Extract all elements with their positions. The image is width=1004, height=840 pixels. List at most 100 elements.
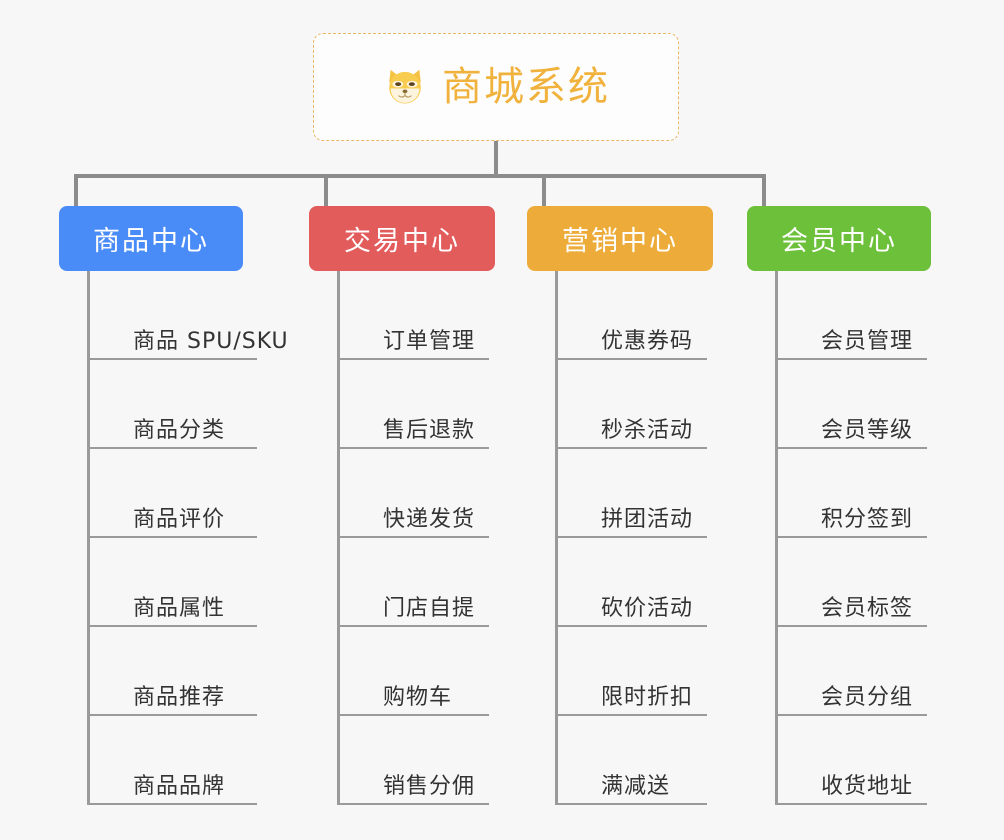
sub-item[interactable]: 商品评价 [87,449,257,538]
sub-item[interactable]: 商品推荐 [87,627,257,716]
sub-item-label: 商品评价 [133,506,226,532]
sub-item-label: 商品品牌 [133,773,226,799]
category-box-1[interactable]: 商品中心 [59,206,243,271]
sub-item-underline [337,447,489,449]
sub-item-underline [337,536,489,538]
sub-item-label: 售后退款 [383,417,476,443]
sub-item-list-1: 商品 SPU/SKU 商品分类商品评价商品属性商品推荐商品品牌 [87,271,288,805]
sub-item-list-3: 优惠券码秒杀活动拼团活动砍价活动限时折扣满减送 [555,271,727,805]
sub-item-underline [555,447,707,449]
sub-item-label: 限时折扣 [601,684,694,710]
category-label: 会员中心 [781,226,897,257]
sub-item-underline [555,803,707,805]
sub-item-underline [87,447,257,449]
sub-item-label: 购物车 [383,684,453,710]
sub-item-underline [555,358,707,360]
sub-item-label: 商品属性 [133,595,226,621]
category-box-2[interactable]: 交易中心 [309,206,495,271]
sub-item[interactable]: 会员标签 [775,538,945,627]
shiba-dog-face-icon [389,69,421,104]
sub-item[interactable]: 销售分佣 [337,716,509,805]
sub-item[interactable]: 购物车 [337,627,509,716]
sub-item-underline [87,536,257,538]
sub-item[interactable]: 会员管理 [775,271,945,360]
branch-spine [775,271,778,805]
connector-drop-2 [324,174,328,208]
branch-column-2: 交易中心订单管理售后退款快递发货门店自提购物车销售分佣 [309,206,495,805]
sub-item-label: 会员管理 [821,328,914,354]
sub-item-underline [555,625,707,627]
sub-item-underline [775,447,927,449]
sub-item-underline [87,358,257,360]
sub-item-underline [337,625,489,627]
branch-spine [87,271,90,805]
sub-item[interactable]: 积分签到 [775,449,945,538]
sub-item[interactable]: 快递发货 [337,449,509,538]
branch-column-4: 会员中心会员管理会员等级积分签到会员标签会员分组收货地址 [747,206,931,805]
sub-item[interactable]: 满减送 [555,716,727,805]
sub-item-label: 快递发货 [383,506,476,532]
sub-item-label: 销售分佣 [383,773,476,799]
sub-item[interactable]: 门店自提 [337,538,509,627]
sub-item[interactable]: 订单管理 [337,271,509,360]
sub-item-underline [775,625,927,627]
sub-item-label: 秒杀活动 [601,417,694,443]
category-label: 营销中心 [562,226,678,257]
sub-item[interactable]: 会员分组 [775,627,945,716]
root-node[interactable]: 商城系统 [313,33,679,141]
connector-horizontal-bar [74,174,766,178]
category-label: 交易中心 [344,226,460,257]
branch-column-3: 营销中心优惠券码秒杀活动拼团活动砍价活动限时折扣满减送 [527,206,713,805]
branch-spine [337,271,340,805]
sub-item-underline [337,714,489,716]
sub-item-underline [87,803,257,805]
sub-item[interactable]: 商品属性 [87,538,257,627]
sub-item-underline [337,358,489,360]
sub-item-underline [775,358,927,360]
connector-drop-1 [74,174,78,208]
category-box-4[interactable]: 会员中心 [747,206,931,271]
branch-column-1: 商品中心商品 SPU/SKU 商品分类商品评价商品属性商品推荐商品品牌 [59,206,288,805]
sub-item-label: 积分签到 [821,506,914,532]
sub-item[interactable]: 商品品牌 [87,716,257,805]
sub-item-underline [775,536,927,538]
sub-item-label: 门店自提 [383,595,476,621]
sub-item-label: 收货地址 [821,773,914,799]
sub-item-underline [775,714,927,716]
sub-item-label: 会员等级 [821,417,914,443]
sub-item-underline [555,536,707,538]
category-label: 商品中心 [93,226,209,257]
sub-item-list-2: 订单管理售后退款快递发货门店自提购物车销售分佣 [337,271,509,805]
sub-item-underline [87,625,257,627]
sub-item-label: 砍价活动 [601,595,694,621]
sub-item[interactable]: 收货地址 [775,716,945,805]
sub-item[interactable]: 优惠券码 [555,271,727,360]
connector-drop-3 [542,174,546,208]
sub-item-underline [775,803,927,805]
sub-item-label: 拼团活动 [601,506,694,532]
sub-item[interactable]: 售后退款 [337,360,509,449]
sub-item-label: 商品 SPU/SKU [133,328,289,354]
sub-item[interactable]: 拼团活动 [555,449,727,538]
connector-root-stem [494,141,498,177]
sub-item[interactable]: 商品分类 [87,360,257,449]
sub-item-label: 会员标签 [821,595,914,621]
sub-item[interactable]: 商品 SPU/SKU [87,271,288,360]
sub-item[interactable]: 砍价活动 [555,538,727,627]
branch-spine [555,271,558,805]
sub-item[interactable]: 秒杀活动 [555,360,727,449]
sub-item-underline [555,714,707,716]
sub-item-label: 满减送 [601,773,671,799]
category-box-3[interactable]: 营销中心 [527,206,713,271]
sub-item[interactable]: 会员等级 [775,360,945,449]
root-title: 商城系统 [442,64,610,110]
sub-item-label: 商品分类 [133,417,226,443]
sub-item-list-4: 会员管理会员等级积分签到会员标签会员分组收货地址 [775,271,945,805]
sub-item-label: 订单管理 [383,328,476,354]
sub-item[interactable]: 限时折扣 [555,627,727,716]
connector-drop-4 [762,174,766,208]
sub-item-label: 优惠券码 [601,328,694,354]
sub-item-label: 会员分组 [821,684,914,710]
